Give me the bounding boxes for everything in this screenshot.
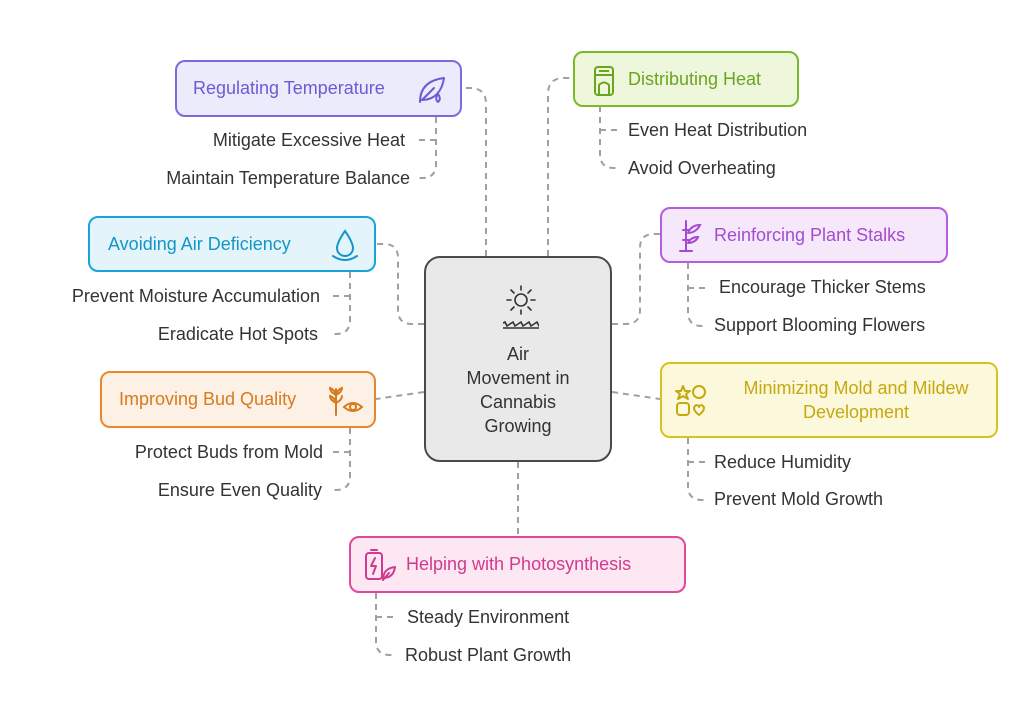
bamboo-icon	[679, 220, 702, 252]
center-node: Air Movement in Cannabis Growing	[424, 256, 612, 462]
node-label: Avoiding Air Deficiency	[108, 233, 291, 254]
node-label: Minimizing Mold and Mildew Development	[743, 378, 969, 422]
node-distributing-heat[interactable]: Distributing Heat	[573, 51, 799, 107]
sub-support-blooming-flowers: Support Blooming Flowers	[714, 315, 926, 335]
node-minimizing-mold-mildew[interactable]: Minimizing Mold and Mildew Development	[660, 362, 998, 438]
node-label: Helping with Photosynthesis	[406, 554, 632, 574]
wheat-eye-icon	[328, 386, 364, 416]
leaf-drop-icon	[419, 77, 445, 103]
node-label: Regulating Temperature	[193, 78, 385, 98]
sub-ensure-even-quality: Ensure Even Quality	[157, 480, 322, 500]
node-reinforcing-plant-stalks[interactable]: Reinforcing Plant Stalks	[660, 207, 948, 263]
sub-robust-plant-growth: Robust Plant Growth	[405, 645, 572, 665]
node-label: Distributing Heat	[628, 68, 762, 89]
water-drop-icon	[332, 229, 358, 261]
sub-reduce-humidity: Reduce Humidity	[714, 452, 852, 472]
node-label: Improving Bud Quality	[119, 389, 297, 409]
sub-even-heat-distribution: Even Heat Distribution	[628, 120, 808, 140]
sub-eradicate-hot-spots: Eradicate Hot Spots	[157, 324, 318, 344]
node-improving-bud-quality[interactable]: Improving Bud Quality	[100, 371, 376, 428]
node-label: Reinforcing Plant Stalks	[714, 224, 906, 245]
center-title: Air Movement in Cannabis Growing	[466, 344, 570, 436]
sub-mitigate-excessive-heat: Mitigate Excessive Heat	[212, 130, 405, 150]
shapes-icon	[675, 385, 706, 416]
node-helping-photosynthesis[interactable]: Helping with Photosynthesis	[349, 536, 686, 593]
node-avoiding-air-deficiency[interactable]: Avoiding Air Deficiency	[88, 216, 376, 272]
sub-encourage-thicker-stems: Encourage Thicker Stems	[719, 277, 926, 297]
heater-icon	[594, 66, 614, 96]
node-regulating-temperature[interactable]: Regulating Temperature	[175, 60, 462, 117]
sub-prevent-mold-growth: Prevent Mold Growth	[714, 489, 884, 509]
sub-maintain-temperature-balance: Maintain Temperature Balance	[166, 168, 410, 188]
sub-steady-environment: Steady Environment	[407, 607, 570, 627]
sub-protect-buds-from-mold: Protect Buds from Mold	[134, 442, 323, 462]
sun-icon	[503, 285, 539, 329]
sub-avoid-overheating: Avoid Overheating	[628, 158, 776, 178]
battery-leaf-icon	[365, 549, 396, 581]
sub-prevent-moisture-accumulation: Prevent Moisture Accumulation	[71, 286, 320, 306]
